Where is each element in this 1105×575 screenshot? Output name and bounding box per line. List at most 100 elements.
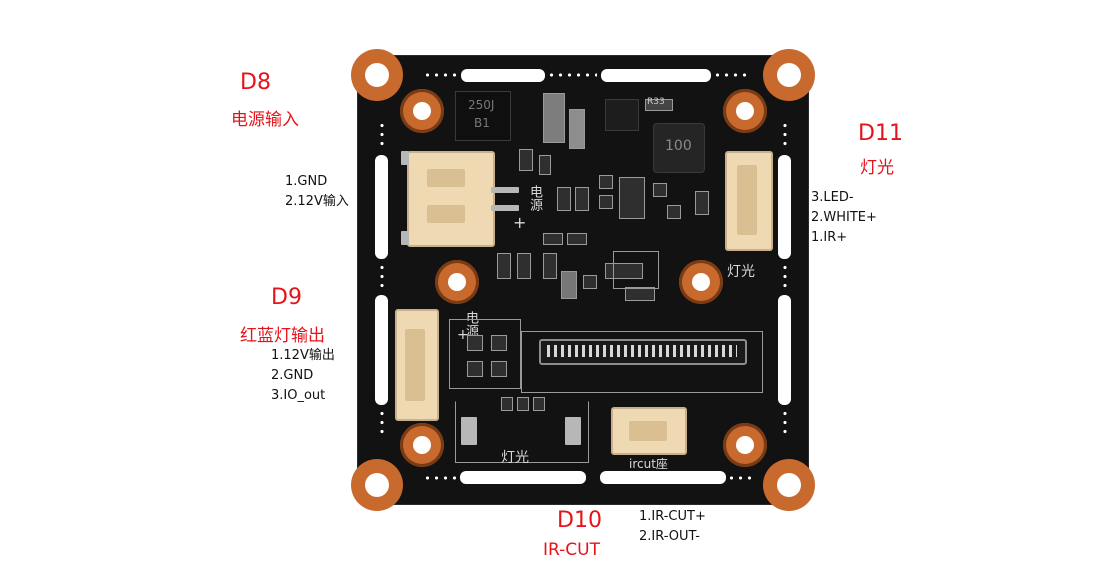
smd-part <box>583 275 597 289</box>
d11-pin-2: 2.WHITE+ <box>811 210 877 225</box>
smd-part <box>599 175 613 189</box>
slot-right-1 <box>778 155 791 259</box>
via-column <box>380 263 384 291</box>
smd-part <box>695 191 709 215</box>
corner-pad-top-right <box>763 49 815 101</box>
silk-outline <box>449 319 521 389</box>
mounting-hole-mid-right <box>679 260 723 304</box>
smd-part <box>667 205 681 219</box>
smd-part <box>491 335 507 351</box>
corner-pad-bottom-right <box>763 459 815 511</box>
silk-outline <box>521 331 763 393</box>
d10-pin-list: 1.IR-CUT+ 2.IR-OUT- <box>639 507 706 547</box>
smd-part <box>467 361 483 377</box>
smd-part <box>533 397 545 411</box>
mounting-hole-top-left <box>400 89 444 133</box>
mounting-hole-bottom-left <box>400 423 444 467</box>
silk-outline <box>613 251 659 289</box>
diode-marking: 250J <box>468 98 495 112</box>
mounting-hole-top-right <box>723 89 767 133</box>
smd-part <box>543 253 557 279</box>
silk-ircut-label: ircut座 <box>629 457 668 471</box>
resistor-marking: R33 <box>647 97 665 107</box>
slot-bottom-2 <box>600 471 726 484</box>
d9-redblue-connector <box>395 309 439 421</box>
schottky-diode: 250J B1 <box>455 91 511 141</box>
silk-outline <box>455 401 589 463</box>
light-pad-left <box>461 417 477 445</box>
silk-power-label: 电源 <box>527 185 542 211</box>
d10-title: D10 <box>557 508 602 533</box>
mounting-hole-mid-left <box>435 260 479 304</box>
slot-top-2 <box>601 69 711 82</box>
smd-part <box>605 263 643 279</box>
slot-top-1 <box>461 69 545 82</box>
pcb-board: 250J B1 R33 100 电源 + <box>351 49 815 511</box>
d8-pin-list: 1.GND 2.12V输入 <box>285 172 349 212</box>
smd-part <box>467 335 483 351</box>
d10-pin-2: 2.IR-OUT- <box>639 529 700 544</box>
d9-title: D9 <box>271 285 302 310</box>
d8-pin-2: 2.12V输入 <box>285 194 349 209</box>
slot-right-2 <box>778 295 791 405</box>
via-row <box>713 73 749 77</box>
d8-pin-lead <box>491 205 519 211</box>
power-inductor: 100 <box>653 123 705 173</box>
corner-pad-bottom-left <box>351 459 403 511</box>
d11-title: D11 <box>858 121 903 146</box>
light-pad-right <box>565 417 581 445</box>
d11-pin-list: 3.LED- 2.WHITE+ 1.IR+ <box>811 188 877 248</box>
smd-part <box>517 253 531 279</box>
smd-part <box>539 155 551 175</box>
silk-power-label-d9: 电源 <box>463 311 478 337</box>
d11-pin-3: 3.LED- <box>811 190 854 205</box>
slot-left-2 <box>375 295 388 405</box>
d8-pin-lead <box>491 187 519 193</box>
d11-light-connector <box>725 151 773 251</box>
via-row <box>423 476 457 480</box>
silk-light-bottom: 灯光 <box>501 450 529 466</box>
d10-pin-1: 1.IR-CUT+ <box>639 509 706 524</box>
smd-part <box>543 233 563 245</box>
silk-plus: + <box>513 213 527 232</box>
smd-part <box>491 361 507 377</box>
capacitor <box>569 109 585 149</box>
d9-pin-1: 1.12V输出 <box>271 348 335 363</box>
smd-part <box>519 149 533 171</box>
smd-part <box>653 183 667 197</box>
d9-pin-2: 2.GND <box>271 368 314 383</box>
diode-marking-2: B1 <box>474 116 490 130</box>
regulator-ic <box>605 99 639 131</box>
resistor: R33 <box>645 97 673 111</box>
via-column <box>783 409 787 439</box>
slot-bottom-1 <box>460 471 586 484</box>
smd-part <box>557 187 571 211</box>
d11-subtitle: 灯光 <box>860 158 894 178</box>
d8-pin-1: 1.GND <box>285 174 328 189</box>
smd-part <box>625 287 655 301</box>
d8-power-connector <box>407 151 495 247</box>
slot-left-1 <box>375 155 388 259</box>
via-row <box>547 73 597 77</box>
d9-subtitle: 红蓝灯输出 <box>240 326 325 346</box>
silk-plus-d9: + <box>457 327 469 343</box>
d10-ircut-connector <box>611 407 687 455</box>
d9-pin-list: 1.12V输出 2.GND 3.IO_out <box>271 346 335 406</box>
d8-anchor <box>401 231 409 245</box>
d10-subtitle: IR-CUT <box>543 540 600 560</box>
via-row <box>727 476 757 480</box>
d11-pin-1: 1.IR+ <box>811 230 848 245</box>
via-column <box>783 121 787 151</box>
via-row <box>423 73 459 77</box>
via-column <box>380 409 384 439</box>
mounting-hole-bottom-right <box>723 423 767 467</box>
d8-subtitle: 电源输入 <box>231 110 299 130</box>
via-column <box>380 121 384 151</box>
smd-part <box>561 271 577 299</box>
smd-part <box>599 195 613 209</box>
inductor-marking: 100 <box>665 138 692 154</box>
via-column <box>783 263 787 291</box>
smd-part <box>497 253 511 279</box>
d8-title: D8 <box>240 70 271 95</box>
